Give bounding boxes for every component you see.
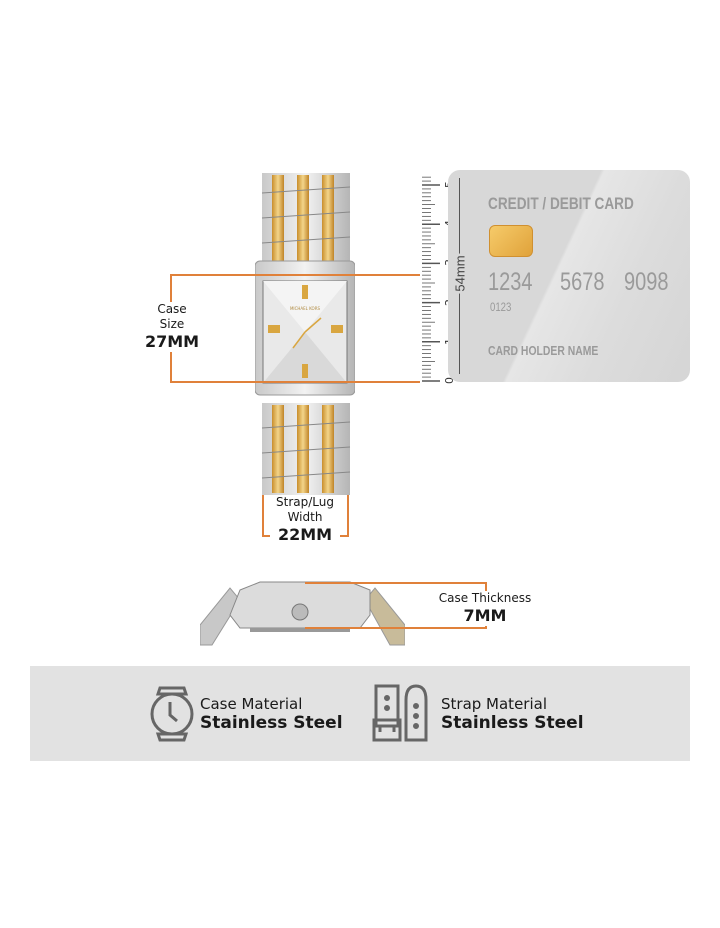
watch-side-image (199, 580, 406, 650)
card-number-1: 1234 (488, 268, 533, 296)
ruler: 012345 (420, 168, 460, 384)
thickness-label: Case Thickness 7MM (430, 591, 540, 626)
thickness-caption: Case Thickness (438, 591, 532, 605)
case-material-value: Stainless Steel (200, 713, 343, 733)
strap-icon (372, 684, 432, 748)
thickness-value: 7MM (463, 606, 507, 625)
thickness-line-bottom (305, 627, 487, 629)
watch-icon (148, 686, 196, 746)
case-size-value: 27MM (144, 332, 200, 351)
case-size-line-bottom (170, 381, 420, 383)
strap-material-value: Stainless Steel (441, 713, 584, 733)
case-size-caption: Case Size (157, 302, 187, 331)
card-number-2: 5678 (560, 268, 605, 296)
strap-material: Strap Material Stainless Steel (441, 695, 584, 733)
strap-width-caption: Strap/Lug Width (276, 495, 334, 524)
watch-front-image: MICHAEL KORS (254, 173, 361, 495)
thickness-line-top (305, 582, 487, 584)
strap-width-line-right (347, 495, 349, 537)
card-code: 0123 (490, 300, 512, 314)
materials-band: Case Material Stainless Steel Strap Mate… (30, 666, 690, 761)
brand-logo: MICHAEL KORS (289, 306, 321, 311)
case-size-line-top (170, 274, 420, 276)
case-size-label: Case Size 27MM (140, 302, 204, 352)
card-holder: CARD HOLDER NAME (488, 343, 599, 358)
case-material-label: Case Material (200, 695, 303, 713)
card-height-label: 54mm (452, 253, 468, 294)
card-number-3: 9098 (624, 268, 669, 296)
strap-width-label: Strap/Lug Width 22MM (270, 495, 340, 545)
strap-material-label: Strap Material (441, 695, 547, 713)
case-material: Case Material Stainless Steel (200, 695, 343, 733)
card-title: CREDIT / DEBIT CARD (488, 194, 634, 213)
strap-width-line-left (262, 495, 264, 537)
card-chip-icon (489, 225, 533, 257)
strap-width-value: 22MM (277, 525, 333, 544)
credit-card-reference: CREDIT / DEBIT CARD 1234 5678 9098 0123 … (448, 170, 690, 382)
